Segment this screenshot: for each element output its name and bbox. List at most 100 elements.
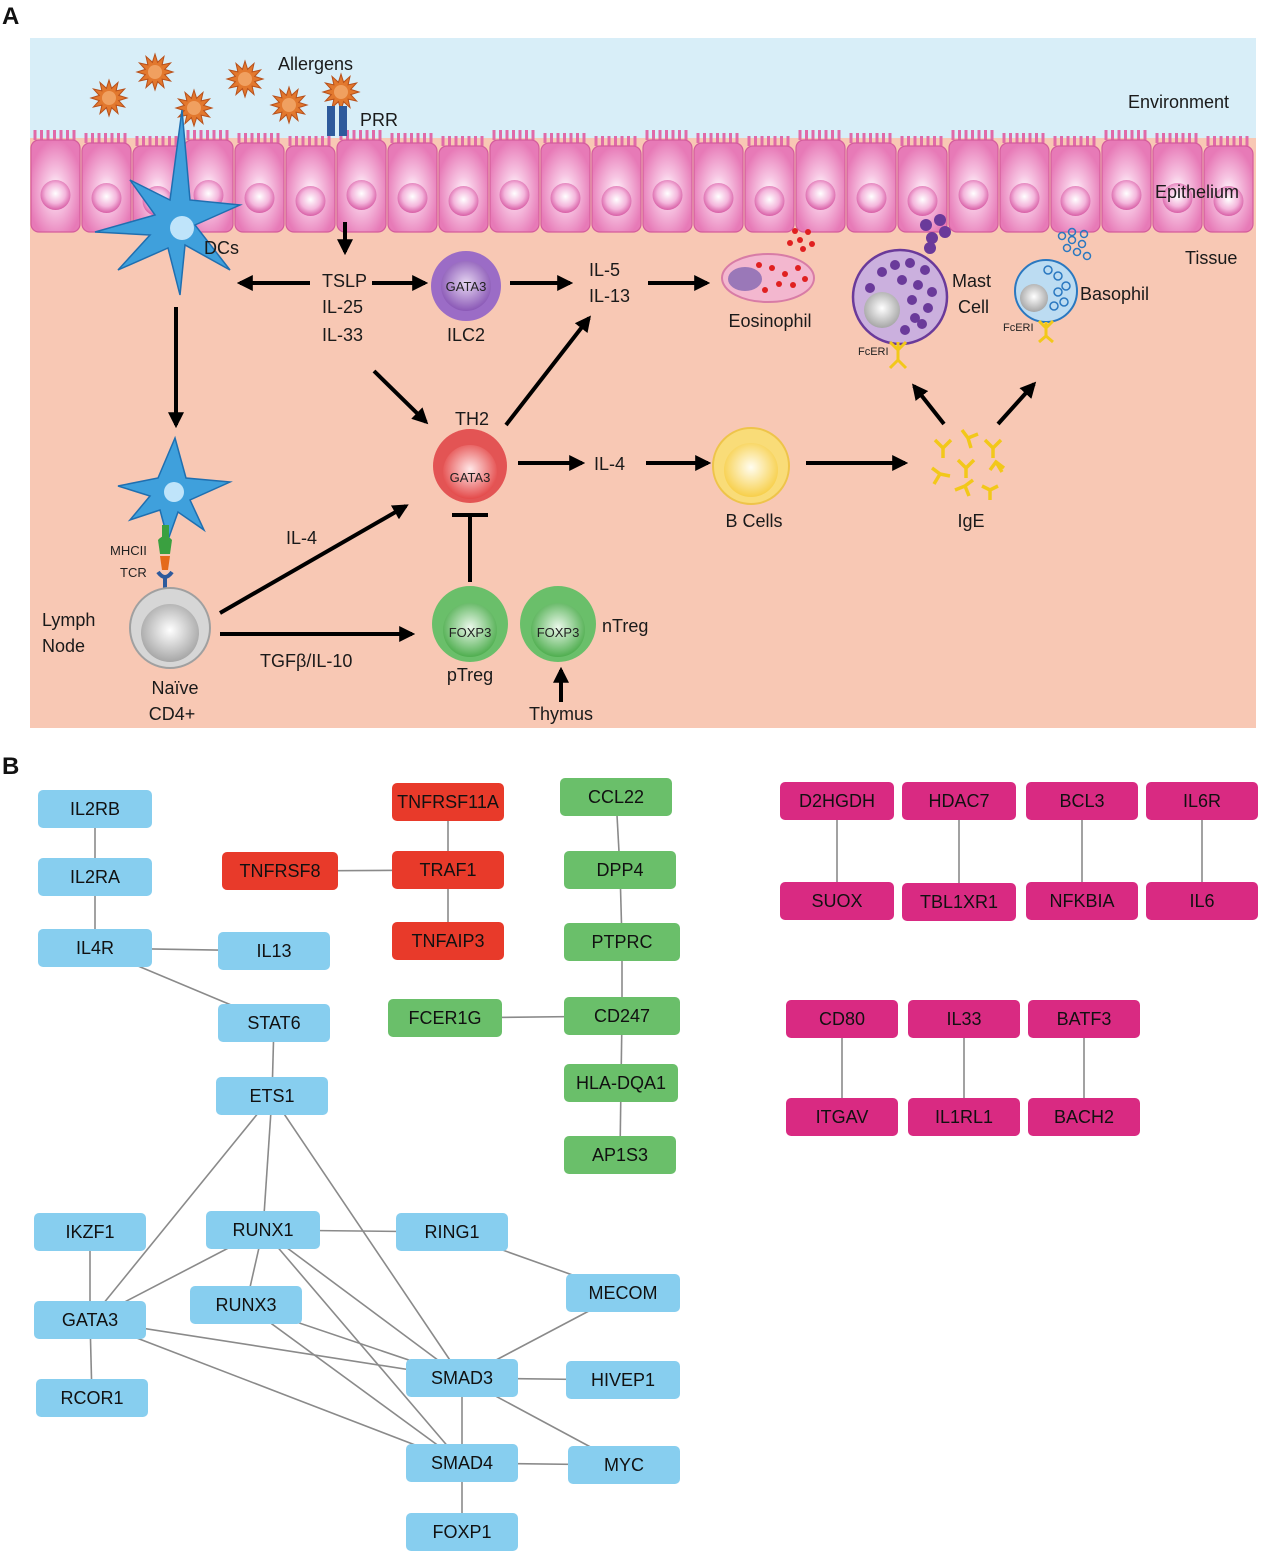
node-ring1[interactable]: RING1 (396, 1213, 508, 1251)
node-hdac7[interactable]: HDAC7 (902, 782, 1016, 820)
node-box-myc (568, 1446, 680, 1484)
node-box-fcer1g (388, 999, 502, 1037)
node-box-cd80 (786, 1000, 898, 1038)
node-bach2[interactable]: BACH2 (1028, 1098, 1140, 1136)
node-cd80[interactable]: CD80 (786, 1000, 898, 1038)
node-il33[interactable]: IL33 (908, 1000, 1020, 1038)
node-rcor1[interactable]: RCOR1 (36, 1379, 148, 1417)
arrow-ige-basophil (996, 381, 1037, 426)
node-ets1[interactable]: ETS1 (216, 1077, 328, 1115)
node-il6r[interactable]: IL6R (1146, 782, 1258, 820)
mast-cell-icon (851, 214, 951, 370)
node-bcl3[interactable]: BCL3 (1026, 782, 1138, 820)
node-runx1[interactable]: RUNX1 (206, 1211, 320, 1249)
b-cells-label: B Cells (725, 511, 782, 531)
node-box-dpp4 (564, 851, 676, 889)
node-fcer1g[interactable]: FCER1G (388, 999, 502, 1037)
node-hivep1[interactable]: HIVEP1 (566, 1361, 680, 1399)
node-label-il4r: IL4R (76, 938, 114, 958)
node-tbl1xr1[interactable]: TBL1XR1 (902, 883, 1016, 921)
node-il6[interactable]: IL6 (1146, 882, 1258, 920)
node-box-runx1 (206, 1211, 320, 1249)
node-il4r[interactable]: IL4R (38, 929, 152, 967)
node-stat6[interactable]: STAT6 (218, 1004, 330, 1042)
allergens-label: Allergens (278, 54, 353, 74)
node-label-rcor1: RCOR1 (60, 1388, 123, 1408)
node-box-il2ra (38, 858, 152, 896)
node-nfkbia[interactable]: NFKBIA (1026, 882, 1138, 920)
node-myc[interactable]: MYC (568, 1446, 680, 1484)
node-label-hivep1: HIVEP1 (591, 1370, 655, 1390)
node-mecom[interactable]: MECOM (566, 1274, 680, 1312)
dcs-label: DCs (204, 238, 239, 258)
epithelial-cell (285, 136, 336, 233)
node-batf3[interactable]: BATF3 (1028, 1000, 1140, 1038)
node-smad4[interactable]: SMAD4 (406, 1444, 518, 1482)
node-il2ra[interactable]: IL2RA (38, 858, 152, 896)
node-label-il1rl1: IL1RL1 (935, 1107, 993, 1127)
il13-label: IL-13 (589, 286, 630, 306)
node-hla-dqa1[interactable]: HLA-DQA1 (564, 1064, 678, 1102)
node-box-rcor1 (36, 1379, 148, 1417)
node-box-tnfaip3 (392, 922, 504, 960)
node-box-suox (780, 882, 894, 920)
basophil-icon (1014, 227, 1092, 344)
node-box-ikzf1 (34, 1213, 146, 1251)
node-box-bcl3 (1026, 782, 1138, 820)
node-label-il6r: IL6R (1183, 791, 1221, 811)
node-il1rl1[interactable]: IL1RL1 (908, 1098, 1020, 1136)
node-traf1[interactable]: TRAF1 (392, 851, 504, 889)
ilc2-label: ILC2 (447, 325, 485, 345)
node-box-il2rb (38, 790, 152, 828)
node-label-il6: IL6 (1189, 891, 1214, 911)
lymph-node-label-2: Node (42, 636, 85, 656)
il4-label-naive: IL-4 (286, 528, 317, 548)
mast-cell-label-2: Cell (958, 297, 989, 317)
node-label-itgav: ITGAV (816, 1107, 869, 1127)
node-tnfaip3[interactable]: TNFAIP3 (392, 922, 504, 960)
node-d2hgdh[interactable]: D2HGDH (780, 782, 894, 820)
ntreg-foxp3-label: FOXP3 (537, 625, 580, 640)
edge-runx1-smad4 (262, 1229, 463, 1464)
node-il2rb[interactable]: IL2RB (38, 790, 152, 828)
allergen-icon (269, 85, 309, 125)
node-box-smad3 (406, 1359, 518, 1397)
node-label-bcl3: BCL3 (1059, 791, 1104, 811)
node-ikzf1[interactable]: IKZF1 (34, 1213, 146, 1251)
node-foxp1[interactable]: FOXP1 (406, 1513, 518, 1551)
node-itgav[interactable]: ITGAV (786, 1098, 898, 1136)
node-smad3[interactable]: SMAD3 (406, 1359, 518, 1397)
node-label-runx3: RUNX3 (215, 1295, 276, 1315)
ilc2-gata3-label: GATA3 (446, 279, 487, 294)
node-label-traf1: TRAF1 (419, 860, 476, 880)
edge-gata3-smad3 (89, 1319, 463, 1379)
node-box-hdac7 (902, 782, 1016, 820)
epithelial-cell (438, 136, 489, 233)
node-box-bach2 (1028, 1098, 1140, 1136)
node-cd247[interactable]: CD247 (564, 997, 680, 1035)
node-gata3[interactable]: GATA3 (34, 1301, 146, 1339)
node-tnfrsf8[interactable]: TNFRSF8 (222, 852, 338, 890)
edge-ets1-gata3 (89, 1095, 273, 1321)
node-box-itgav (786, 1098, 898, 1136)
il4-label-th2: IL-4 (594, 454, 625, 474)
node-il13[interactable]: IL13 (218, 932, 330, 970)
arrow-naive-th2 (219, 504, 409, 615)
ntreg-cell-icon (520, 586, 596, 662)
epithelial-cell (81, 133, 132, 233)
node-label-dpp4: DPP4 (596, 860, 643, 880)
node-box-hla-dqa1 (564, 1064, 678, 1102)
node-box-batf3 (1028, 1000, 1140, 1038)
node-ccl22[interactable]: CCL22 (560, 778, 672, 816)
epithelial-cell (489, 130, 540, 233)
node-runx3[interactable]: RUNX3 (190, 1286, 302, 1324)
node-label-il2ra: IL2RA (70, 867, 120, 887)
node-tnfrsf11a[interactable]: TNFRSF11A (392, 783, 504, 821)
epithelial-cell (744, 136, 795, 233)
node-ap1s3[interactable]: AP1S3 (564, 1136, 676, 1174)
node-suox[interactable]: SUOX (780, 882, 894, 920)
naive-label-1: Naïve (151, 678, 198, 698)
node-ptprc[interactable]: PTPRC (564, 923, 680, 961)
node-dpp4[interactable]: DPP4 (564, 851, 676, 889)
